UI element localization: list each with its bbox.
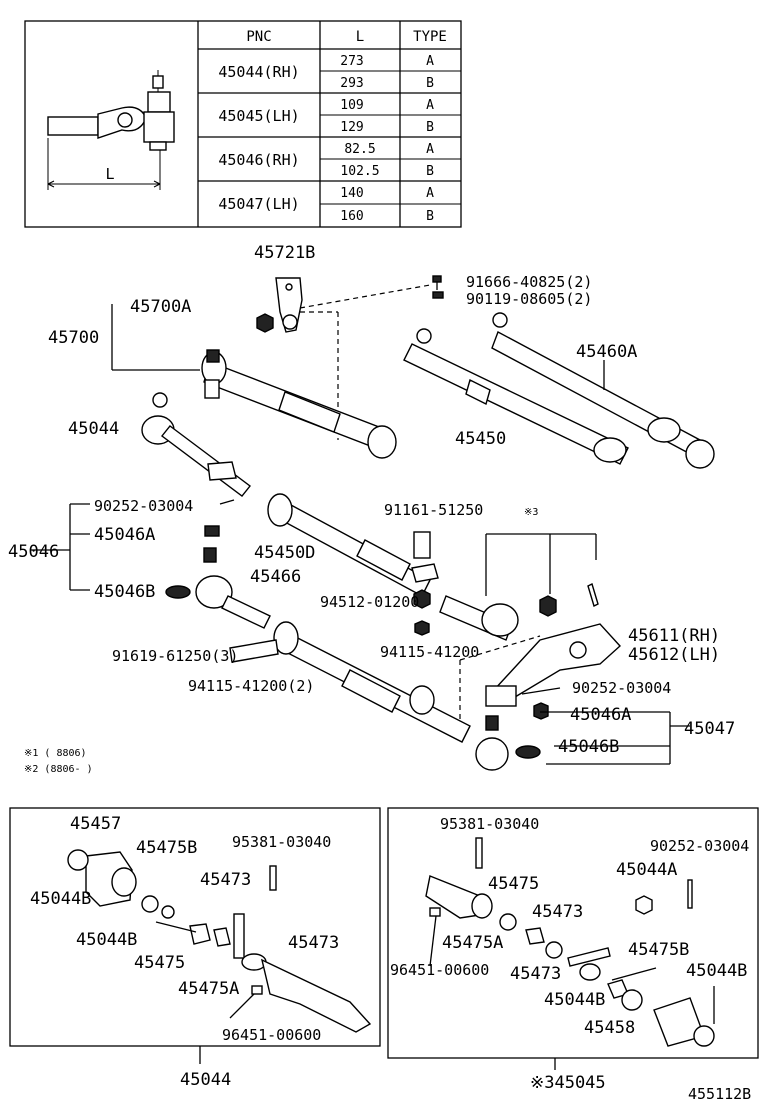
callout-45473-right-lower: 45473 — [510, 964, 561, 984]
callout-45475B: 45475B — [136, 838, 197, 858]
dimension-label: L — [105, 165, 114, 183]
callout-91161: 91161-51250 — [384, 501, 483, 519]
callout-94115-right: 94115-41200 — [380, 643, 479, 661]
table-type: B — [426, 120, 434, 135]
callout-90119: 90119-08605(2) — [466, 290, 592, 308]
table-l: 293 — [340, 76, 363, 91]
callout-45044B-right-upper: 45044B — [686, 961, 747, 981]
exploded-view-45045: 95381-03040 90252-03004 45044A 45475 454… — [387, 807, 759, 1093]
callout-45046A: 45046A — [94, 525, 155, 545]
exploded-view-45044: 45457 45475B 95381-03040 45044B 45473 45… — [9, 807, 381, 1090]
callout-45046B: 45046B — [94, 582, 155, 602]
callout-45460A: 45460A — [576, 342, 637, 362]
table-type: A — [426, 54, 434, 69]
footer-45044: 45044 — [180, 1070, 231, 1090]
table-header-type: TYPE — [413, 29, 447, 45]
callout-45475B-right: 45475B — [628, 940, 689, 960]
table-l: 82.5 — [344, 142, 375, 157]
callout-45458: 45458 — [584, 1018, 635, 1038]
table-type: A — [426, 142, 434, 157]
callout-96451: 96451-00600 — [222, 1026, 321, 1044]
callout-96451-right: 96451-00600 — [390, 961, 489, 979]
table-l: 140 — [340, 186, 363, 201]
callout-45044A: 45044A — [616, 860, 677, 880]
callout-94512: 94512-01200 — [320, 593, 419, 611]
callout-95381-right: 95381-03040 — [440, 815, 539, 833]
table-l: 129 — [340, 120, 363, 135]
callout-90252-bottom: 90252-03004 — [572, 679, 671, 697]
table-header-l: L — [356, 29, 364, 45]
callout-45047: 45047 — [684, 719, 735, 739]
callout-45475-right: 45475 — [488, 874, 539, 894]
callout-45466: 45466 — [250, 567, 301, 587]
callout-91666: 91666-40825(2) — [466, 273, 592, 291]
callout-45700A: 45700A — [130, 297, 191, 317]
callout-90252-right: 90252-03004 — [650, 837, 749, 855]
callout-45721B: 45721B — [254, 243, 315, 263]
callout-45475A-right: 45475A — [442, 933, 503, 953]
callout-95381: 95381-03040 — [232, 833, 331, 851]
table-pnc: 45044(RH) — [218, 63, 299, 81]
callout-45044B-lower: 45044B — [76, 930, 137, 950]
top-callouts: 45721B 91666-40825(2) 90119-08605(2) 457… — [8, 243, 735, 775]
callout-45046: 45046 — [8, 542, 59, 562]
callout-91619: 91619-61250(3) — [112, 647, 238, 665]
table-l: 273 — [340, 54, 363, 69]
table-type: B — [426, 209, 434, 224]
table-l: 109 — [340, 98, 363, 113]
callout-45046A-lower: 45046A — [570, 705, 631, 725]
note-2: ※2 (8806- ) — [24, 764, 93, 775]
callout-45700: 45700 — [48, 328, 99, 348]
table-pnc: 45047(LH) — [218, 195, 299, 213]
table-header-pnc: PNC — [246, 29, 271, 45]
callout-45475A: 45475A — [178, 979, 239, 999]
table-type: B — [426, 164, 434, 179]
callout-45473-lower: 45473 — [288, 933, 339, 953]
callout-45044B-upper: 45044B — [30, 889, 91, 909]
table-pnc: 45045(LH) — [218, 107, 299, 125]
callout-45450D: 45450D — [254, 543, 315, 563]
spec-table: PNC L TYPE 45044(RH) 273 A 293 B 45045(L… — [24, 20, 462, 228]
note-1: ※1 ( 8806) — [24, 748, 87, 759]
callout-45044B-right-lower: 45044B — [544, 990, 605, 1010]
steering-linkage-assembly — [30, 275, 715, 771]
callout-90252-top: 90252-03004 — [94, 497, 193, 515]
table-l: 160 — [340, 209, 363, 224]
tie-rod-end-sketch: L — [47, 70, 175, 190]
callout-45457: 45457 — [70, 814, 121, 834]
callout-45046B-lower: 45046B — [558, 737, 619, 757]
table-pnc: 45046(RH) — [218, 151, 299, 169]
note-3: ※3 — [524, 507, 538, 518]
callout-45044: 45044 — [68, 419, 119, 439]
table-type: A — [426, 98, 434, 113]
callout-45611: 45611(RH) — [628, 626, 720, 646]
callout-45612: 45612(LH) — [628, 645, 720, 665]
table-type: B — [426, 76, 434, 91]
table-l: 102.5 — [340, 164, 379, 179]
footer-45045: ※345045 — [530, 1073, 606, 1093]
callout-45450: 45450 — [455, 429, 506, 449]
table-type: A — [426, 186, 434, 201]
callout-45475: 45475 — [134, 953, 185, 973]
callout-94115-left: 94115-41200(2) — [188, 677, 314, 695]
diagram-id: 455112B — [688, 1085, 751, 1103]
callout-45473-right-upper: 45473 — [532, 902, 583, 922]
callout-45473-upper: 45473 — [200, 870, 251, 890]
